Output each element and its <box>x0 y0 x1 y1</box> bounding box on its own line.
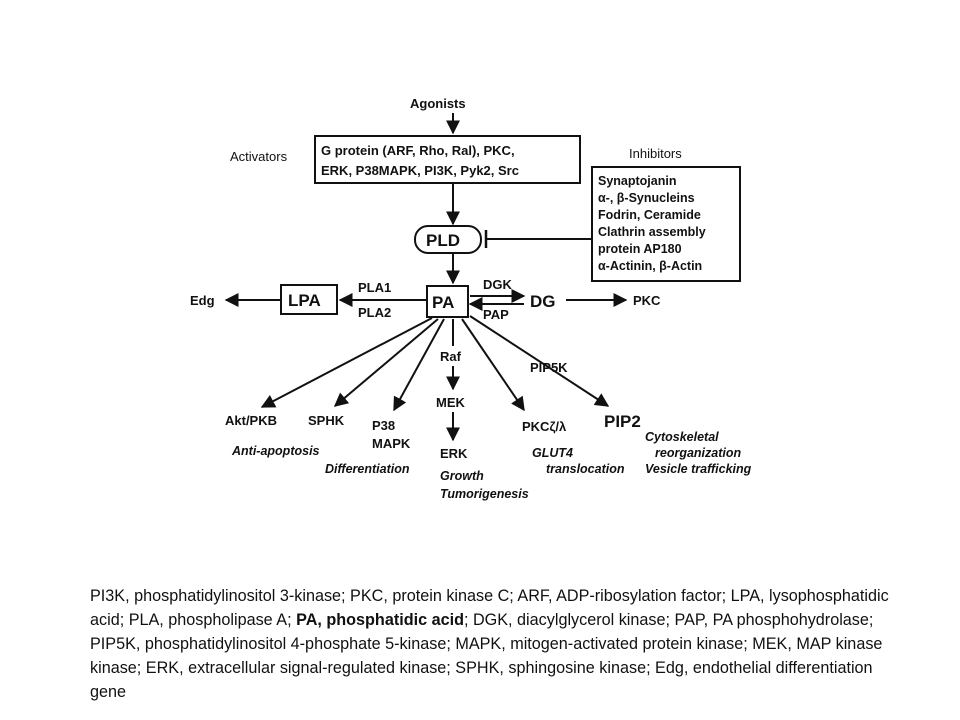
abbreviations-caption: PI3K, phosphatidylinositol 3-kinase; PKC… <box>90 584 890 704</box>
pa-node <box>426 285 469 318</box>
raf-label: Raf <box>440 349 462 364</box>
inhibitors-title: Inhibitors <box>629 146 682 161</box>
pa-to-sphk-arrow <box>333 318 439 407</box>
lpa-label: LPA <box>288 291 321 310</box>
pld-label: PLD <box>426 231 460 250</box>
sphk-label: SPHK <box>308 413 345 428</box>
pa-to-pkczeta-arrow <box>461 318 525 412</box>
pld-node <box>414 225 482 254</box>
edg-label: Edg <box>190 293 215 308</box>
erk-label: ERK <box>440 446 468 461</box>
pla2-label: PLA2 <box>358 305 391 320</box>
vesicle-trafficking-label: Vesicle trafficking <box>645 462 752 476</box>
caption-text-part1: PI3K, phosphatidylinositol 3-kinase; PKC… <box>90 587 889 629</box>
caption-text-bold: PA, phosphatidic acid <box>296 611 464 629</box>
pa-to-pip5k-arrow <box>469 315 610 407</box>
inhibitor-item: Clathrin assembly <box>598 225 706 239</box>
translocation-label: translocation <box>546 462 625 476</box>
pkczeta-label: PKCζ/λ <box>522 419 567 434</box>
growth-label: Growth <box>440 469 484 483</box>
tumorigenesis-label: Tumorigenesis <box>440 487 529 501</box>
pa-label: PA <box>432 293 454 312</box>
activators-box <box>314 135 581 184</box>
inhibitor-item: α-Actinin, β-Actin <box>598 259 702 273</box>
pap-label: PAP <box>483 307 509 322</box>
inhibitors-box <box>591 166 741 282</box>
inhibitor-item: protein AP180 <box>598 242 682 256</box>
inhibitor-item: Synaptojanin <box>598 174 676 188</box>
activators-line2: ERK, P38MAPK, PI3K, Pyk2, Src <box>321 163 519 178</box>
dgk-label: DGK <box>483 277 513 292</box>
lpa-node <box>280 284 338 315</box>
dg-label: DG <box>530 292 556 311</box>
agonists-label: Agonists <box>410 96 466 111</box>
pa-to-p38-arrow <box>393 318 445 412</box>
caption-text-part2: ; DGK, diacylglycerol kinase; PAP, PA ph… <box>90 611 883 701</box>
aktpkb-label: Akt/PKB <box>225 413 277 428</box>
activators-label: Activators <box>230 149 288 164</box>
pld-signaling-diagram: Agonists Activators G protein (ARF, Rho,… <box>190 96 752 501</box>
pa-to-aktpkb-arrow <box>260 317 433 408</box>
inhibitor-item: Fodrin, Ceramide <box>598 208 701 222</box>
p38-label: P38 <box>372 418 395 433</box>
cytoskeletal-label: Cytoskeletal <box>645 430 719 444</box>
reorganization-label: reorganization <box>655 446 741 460</box>
inhibitor-item: α-, β-Synucleins <box>598 191 695 205</box>
pkc-label: PKC <box>633 293 661 308</box>
anti-apoptosis-label: Anti-apoptosis <box>231 444 320 458</box>
activators-line1: G protein (ARF, Rho, Ral), PKC, <box>321 143 515 158</box>
mek-label: MEK <box>436 395 466 410</box>
differentiation-label: Differentiation <box>325 462 410 476</box>
pip5k-label: PIP5K <box>530 360 568 375</box>
mapk-label: MAPK <box>372 436 411 451</box>
pip2-label: PIP2 <box>604 412 641 431</box>
glut4-label: GLUT4 <box>532 446 573 460</box>
pla1-label: PLA1 <box>358 280 391 295</box>
